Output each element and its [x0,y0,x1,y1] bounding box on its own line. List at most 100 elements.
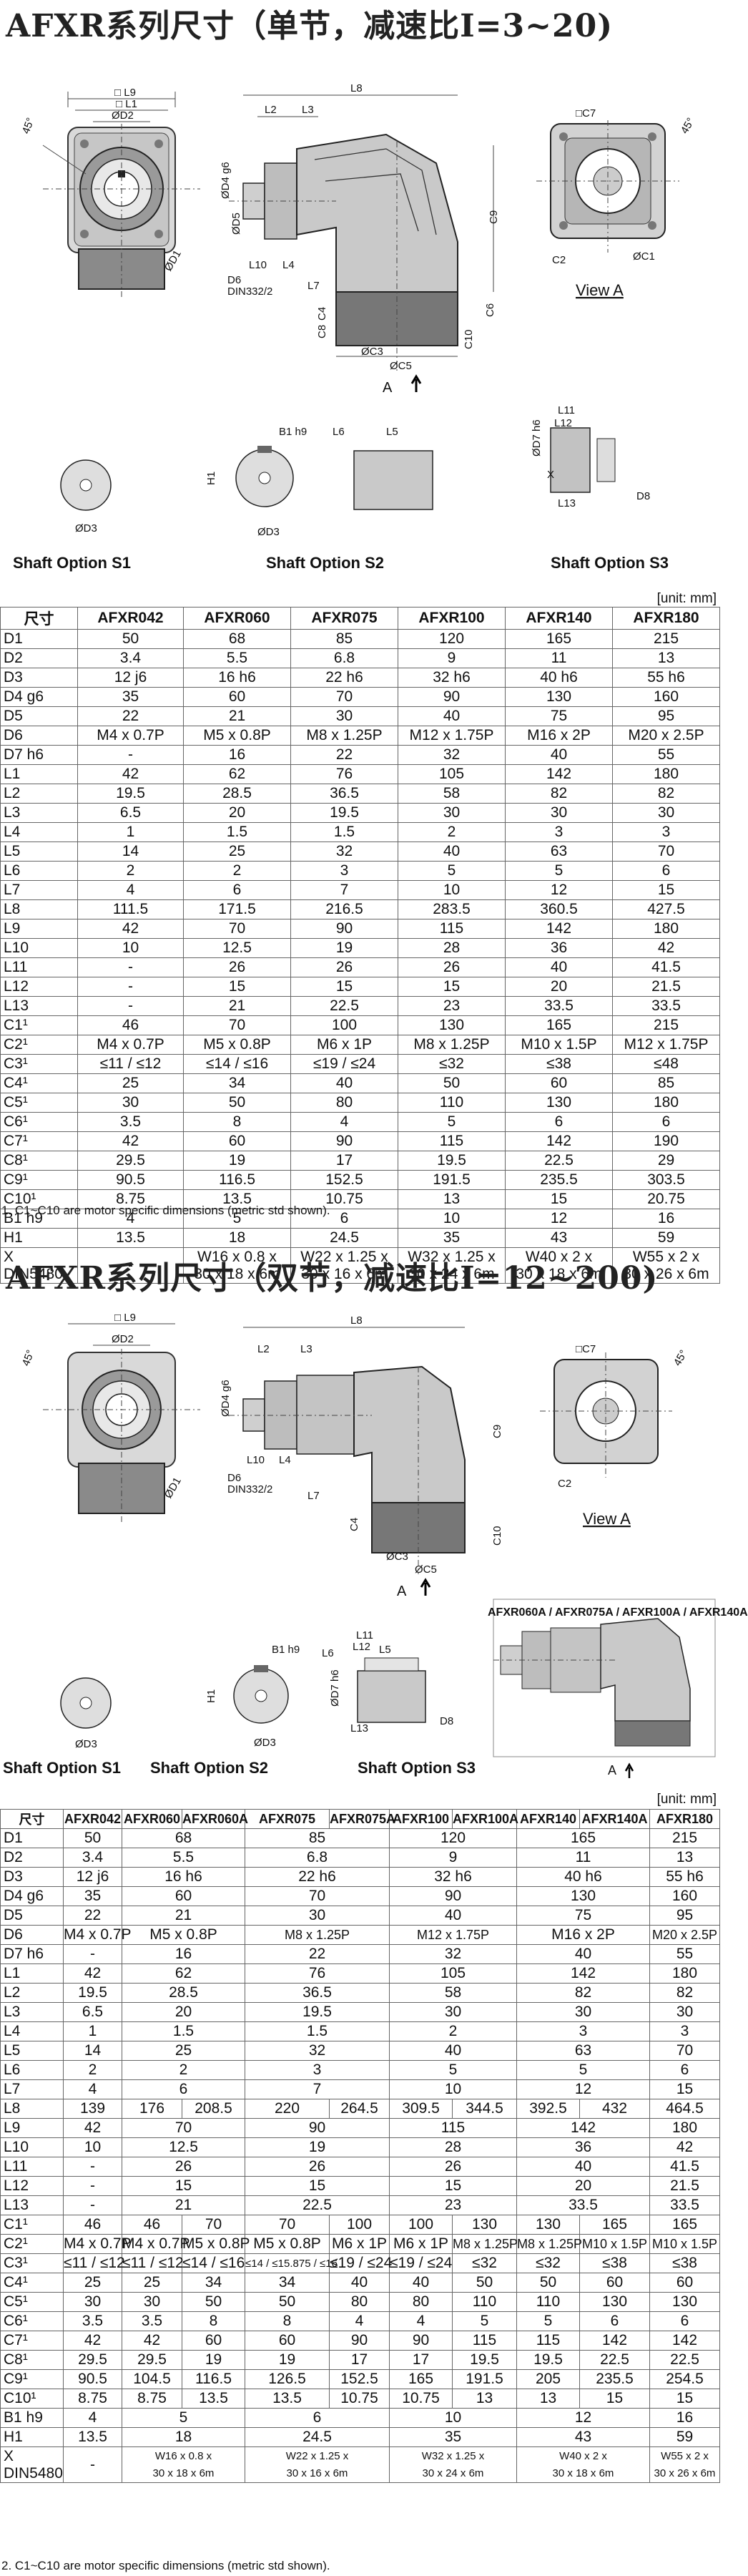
table-cell: 26 [122,2157,245,2177]
table-cell: 10 [389,2408,517,2428]
row-label: L12 [0,2176,64,2196]
table-cell: M5 x 0.8P [122,1925,245,1945]
table-cell: 28 [398,938,506,958]
row-label: L1 [0,764,78,784]
table-cell: 42 [63,2331,122,2351]
table-cell: 6 [612,1112,720,1132]
table-cell: 142 [505,764,613,784]
table-cell: 165 [649,2215,720,2235]
table-cell: - [63,2176,122,2196]
table-cell: 100 [389,2215,453,2235]
svg-text:L7: L7 [307,280,320,292]
table-cell: 30 [649,2002,720,2022]
table-cell: 80 [329,2292,390,2312]
table-cell: 344.5 [452,2099,517,2119]
table-row: C3¹≤11 / ≤12≤14 / ≤16≤19 / ≤24≤32≤38≤48 [0,1054,720,1074]
table-cell: 12.5 [122,2137,245,2157]
row-label: D5 [0,1906,64,1926]
section1-shaft-option-s3: Shaft Option S3 [551,554,669,572]
table-cell: 6 [245,2408,390,2428]
header-model: AFXR075A [329,1809,395,1829]
table-cell: 3.4 [77,648,184,668]
table-cell: 208.5 [182,2099,245,2119]
table-cell: 142 [579,2331,650,2351]
table-cell: ≤38 [505,1054,613,1074]
table-cell: 1.5 [290,822,398,842]
table-cell: M6 x 1P [329,2234,390,2254]
table-cell: 8 [182,2311,245,2331]
row-label: L11 [0,2157,64,2177]
svg-text:ØD2: ØD2 [112,109,134,122]
table-cell: 41.5 [612,957,720,977]
table-cell: 6 [649,2060,720,2080]
svg-text:L13: L13 [558,497,576,509]
table-cell: 32 [290,841,398,862]
svg-text:ØD3: ØD3 [75,522,97,535]
header-model: AFXR042 [77,607,184,630]
table-cell: 19.5 [452,2350,517,2370]
table-cell: 50 [516,2273,580,2293]
table-cell: 70 [290,687,398,707]
table-cell: 12 j6 [63,1867,122,1887]
table-cell: M5 x 0.8P [183,1035,291,1055]
table-cell: 152.5 [329,2369,390,2389]
svg-text:L10: L10 [249,259,267,271]
table-cell: 22.5 [649,2350,720,2370]
table-cell: 15 [505,1189,613,1209]
table-cell: ≤38 [579,2253,650,2273]
table-cell: 12 j6 [77,668,184,688]
svg-text:ØD7 h6: ØD7 h6 [329,1669,341,1707]
table-cell: 111.5 [77,899,184,919]
row-label: C3¹ [0,2253,64,2273]
table-cell: 22 [290,745,398,765]
table-cell: 30 [612,803,720,823]
table-cell: 14 [63,2041,122,2061]
table-cell: ≤11 / ≤12 [77,1054,184,1074]
table-cell: 21.5 [612,977,720,997]
table-cell: 110 [516,2292,580,2312]
table-cell: 29.5 [77,1151,184,1171]
svg-text:L3: L3 [302,104,314,116]
table-cell: 2 [63,2060,122,2080]
table-cell: 9 [389,1848,517,1868]
table-cell: 42 [612,938,720,958]
table-cell: ≤48 [612,1054,720,1074]
table-cell: 2 [77,861,184,881]
header-model: AFXR140 [505,607,613,630]
table-cell: 90.5 [77,1170,184,1190]
table-cell: 90 [398,687,506,707]
table-cell: 12 [516,2408,650,2428]
row-label: C1¹ [0,2215,64,2235]
row-label: C8¹ [0,2350,64,2370]
table-cell: 2 [398,822,506,842]
table-cell: 22 [245,1944,390,1964]
table-cell: - [77,1247,184,1284]
table-cell: 21 [122,1906,245,1926]
table-cell: 43 [505,1228,613,1248]
table-cell: 50 [63,1828,122,1848]
table-cell: 303.5 [612,1170,720,1190]
table-cell: 191.5 [452,2369,517,2389]
row-label: L12 [0,977,78,997]
table-cell: ≤32 [398,1054,506,1074]
table-cell: 21 [183,996,291,1016]
svg-text:ØC3: ØC3 [386,1551,408,1563]
table-cell: 16 [183,745,291,765]
table-cell: 10.75 [290,1189,398,1209]
svg-text:L5: L5 [386,426,398,438]
table-cell: 50 [183,1093,291,1113]
table-cell: 22.5 [290,996,398,1016]
table-cell: 42 [77,1131,184,1151]
header-model: AFXR042 [63,1809,122,1829]
row-label: D1 [0,629,78,649]
